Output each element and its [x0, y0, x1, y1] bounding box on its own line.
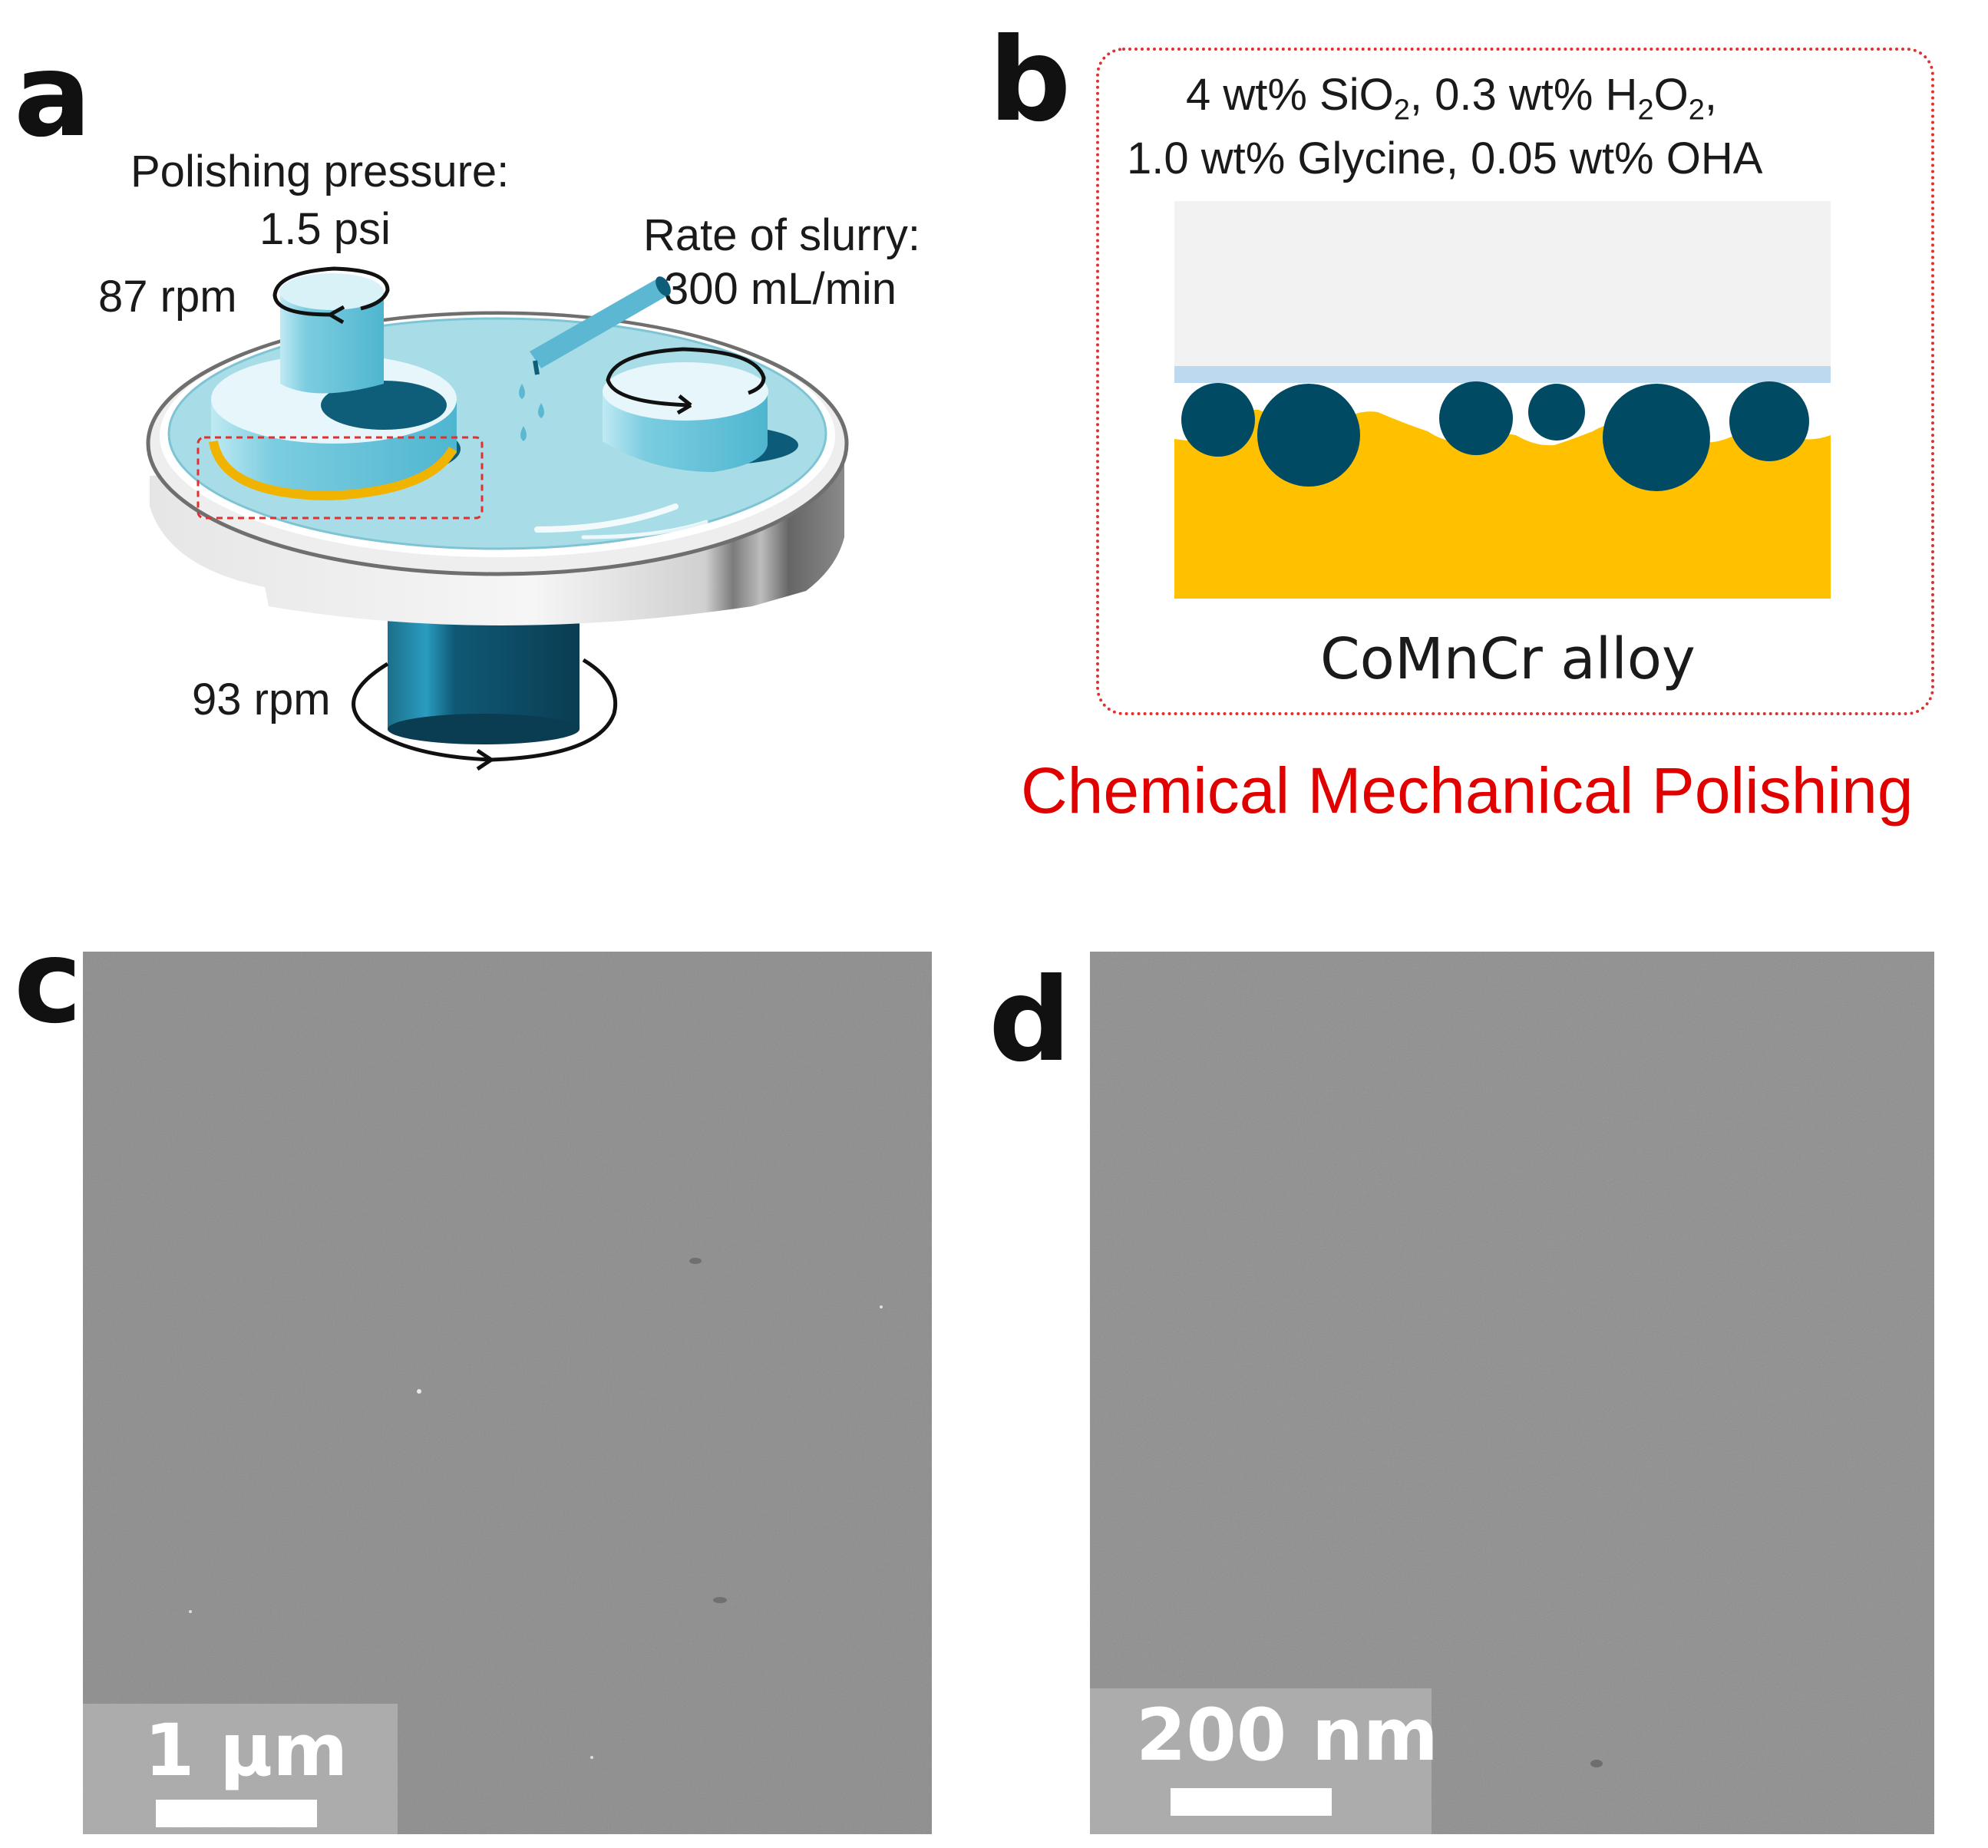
slurry-composition-line1: 4 wt% SiO2, 0.3 wt% H2O2,: [1186, 70, 1717, 127]
slurry-composition-line2: 1.0 wt% Glycine, 0.05 wt% OHA: [1127, 134, 1763, 183]
pressure-value: 1.5 psi: [259, 204, 391, 254]
silica-particle: [1603, 384, 1710, 491]
slurry-nozzle: [519, 276, 671, 441]
scale-bar-label: 200 nm: [1136, 1694, 1438, 1777]
figure-caption: Chemical Mechanical Polishing: [1021, 754, 1914, 827]
silica-particle: [1439, 381, 1513, 455]
wafer-carrier: [209, 273, 461, 501]
panel-b-letter: b: [989, 14, 1072, 147]
sem-image-low-mag: 1 μm: [83, 952, 932, 1834]
scale-bar-label: 1 μm: [144, 1709, 348, 1793]
carrier-speed-label: 87 rpm: [98, 272, 237, 322]
scale-bar: [1171, 1788, 1332, 1816]
silica-particle: [1257, 384, 1360, 487]
silica-particle: [1528, 384, 1585, 441]
sem-image-high-mag: 200 nm: [1090, 952, 1934, 1834]
slurry-rate-value: 300 mL/min: [664, 264, 897, 314]
substrate-label: CoMnCr alloy: [1320, 626, 1696, 692]
carrier-rotation-arrow: [272, 266, 390, 325]
pad-film: [1174, 366, 1831, 383]
cmp-mechanism-schematic: [1174, 201, 1831, 599]
panel-c-letter: c: [14, 916, 82, 1049]
pressure-label: Polishing pressure:: [130, 147, 510, 196]
panel-d-letter: d: [989, 954, 1072, 1087]
cmp-apparatus-illustration: [146, 266, 849, 771]
highlight-box: [196, 436, 484, 520]
platen-rotation-arrow: [352, 658, 618, 771]
panel-a-letter: a: [14, 29, 92, 163]
silica-particle: [1181, 383, 1255, 457]
slurry-rate-label: Rate of slurry:: [643, 210, 920, 260]
scale-bar: [156, 1800, 317, 1827]
pad-conditioner: [603, 362, 798, 472]
slurry-schematic-frame: [1096, 48, 1934, 715]
silica-particle: [1729, 381, 1809, 461]
conditioner-rotation-arrow: [606, 347, 766, 415]
polishing-pad: [1174, 201, 1831, 366]
platen-speed-label: 93 rpm: [192, 675, 331, 724]
